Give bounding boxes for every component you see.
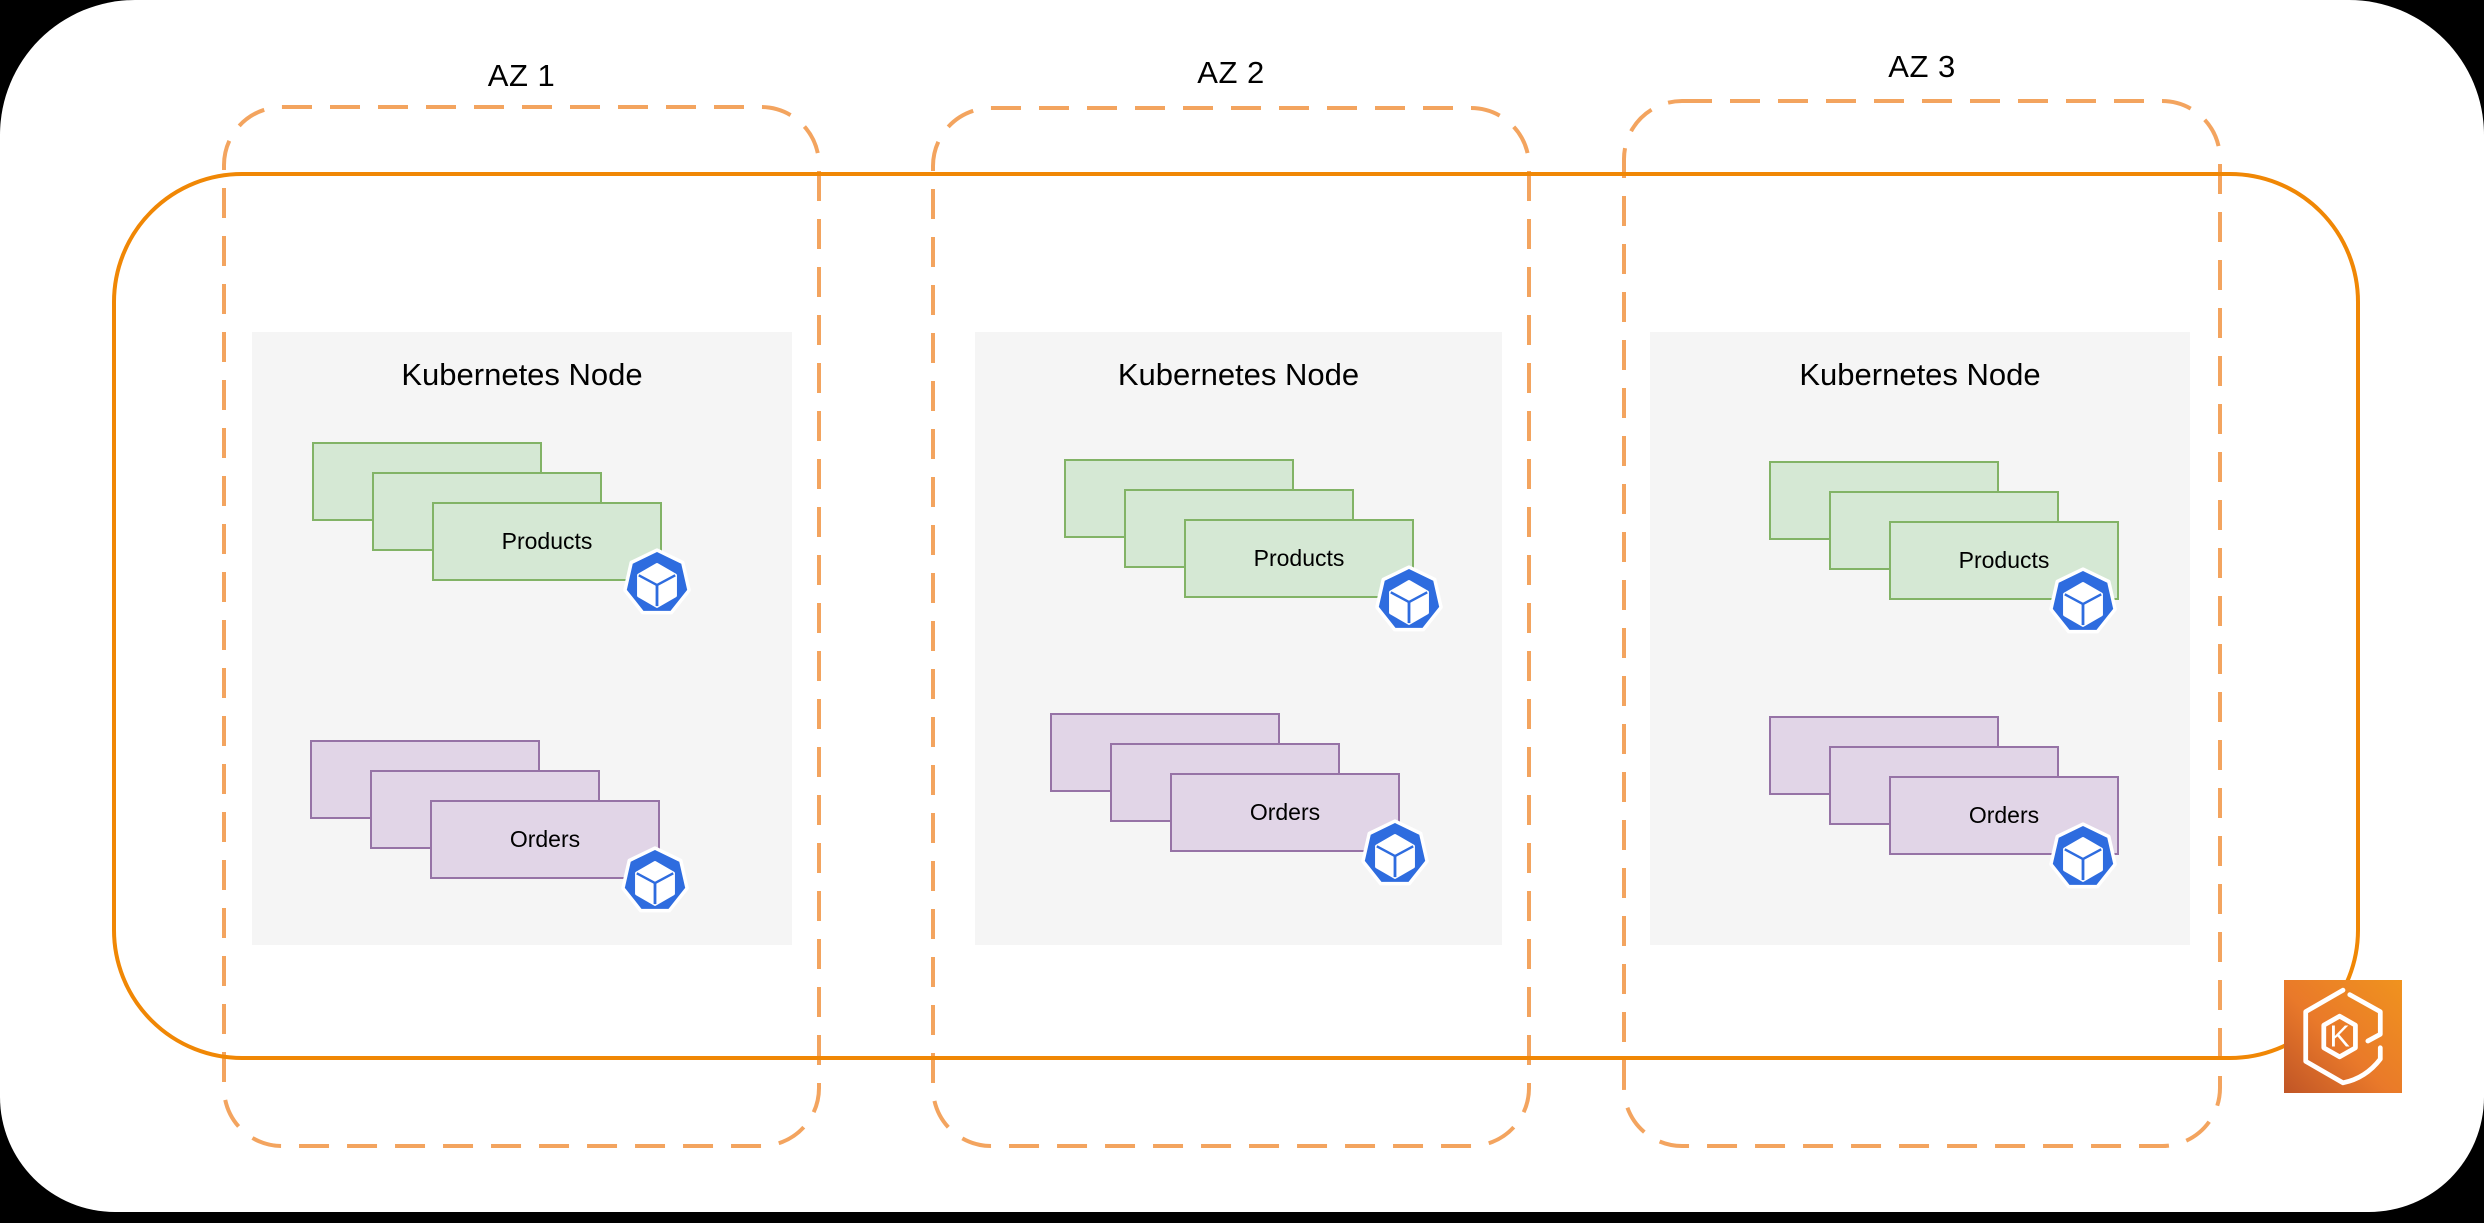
kubernetes-pod-icon — [621, 846, 689, 913]
kubernetes-pod-icon — [2049, 567, 2117, 634]
kubernetes-node-title: Kubernetes Node — [1117, 357, 1360, 392]
az2-dashed-boundary — [931, 106, 1531, 1148]
az3-dashed-boundary — [1622, 99, 2222, 1148]
az1-label: AZ 1 — [487, 58, 556, 93]
orders-label: Orders — [509, 826, 581, 852]
products-card: Products — [432, 502, 662, 581]
kubernetes-pod-icon — [1361, 819, 1429, 886]
kubernetes-pod-icon — [623, 548, 691, 615]
amazon-eks-icon: K — [2284, 980, 2402, 1093]
products-label: Products — [501, 528, 593, 554]
az3-label: AZ 3 — [1888, 49, 1956, 84]
az1-dashed-boundary — [222, 105, 821, 1148]
orders-label: Orders — [1968, 802, 2040, 828]
products-label: Products — [1253, 545, 1345, 571]
products-card: Products — [1184, 519, 1414, 598]
orders-card: Orders — [430, 800, 660, 879]
products-label: Products — [1958, 547, 2050, 573]
orders-label: Orders — [1249, 799, 1321, 825]
az2-label: AZ 2 — [1197, 55, 1265, 90]
az2-kubernetes-node: Kubernetes Node Products Orders — [975, 332, 1502, 945]
kubernetes-node-title: Kubernetes Node — [1799, 357, 2041, 392]
kubernetes-pod-icon — [2049, 822, 2117, 889]
az3-kubernetes-node: Kubernetes Node Products Orders — [1650, 332, 2190, 945]
eks-letter: K — [2329, 1020, 2349, 1054]
eks-cluster-boundary — [112, 172, 2360, 1060]
kubernetes-node-title: Kubernetes Node — [401, 357, 643, 392]
az1-kubernetes-node: Kubernetes Node Products Orders — [252, 332, 792, 945]
kubernetes-pod-icon — [1375, 565, 1443, 632]
eks-hexagon-k-glyph: K — [2303, 987, 2383, 1086]
orders-card: Orders — [1170, 773, 1400, 852]
